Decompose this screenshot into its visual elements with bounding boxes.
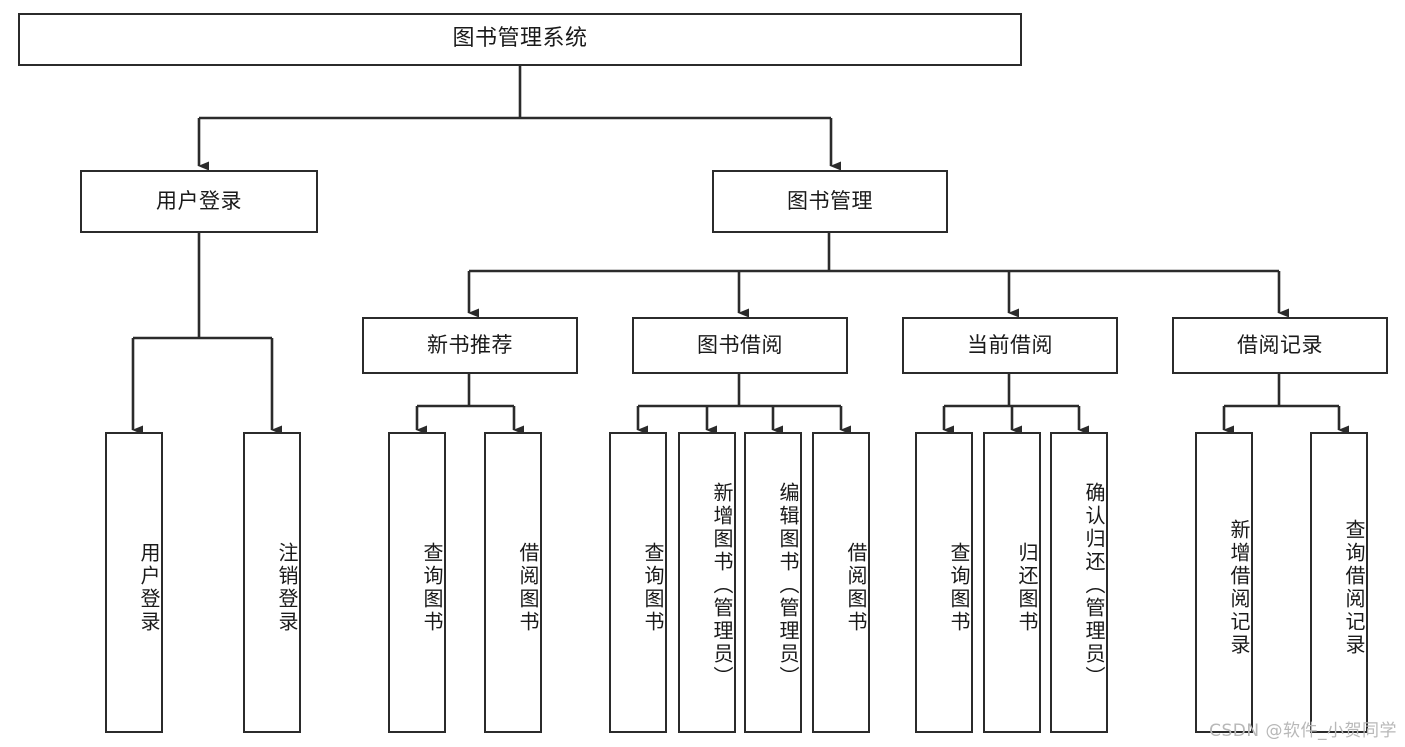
node-label: 用户登录 [137,541,161,634]
node-label: 图书管理 [787,188,873,213]
leaf-current-query[interactable]: 查询图书 [915,432,973,733]
leaf-records-add-record[interactable]: 新增借阅记录 [1195,432,1253,733]
leaf-borrow-borrow-book[interactable]: 借阅图书 [812,432,870,733]
node-label: 图书管理系统 [452,26,588,52]
leaf-user-login-logout[interactable]: 注销登录 [243,432,301,733]
node-label: 查询借阅记录 [1342,518,1366,657]
node-label: 查询图书 [947,541,971,634]
node-current-borrow[interactable]: 当前借阅 [902,317,1118,374]
node-label: 借阅记录 [1237,332,1323,357]
node-label: 新增借阅记录 [1227,518,1251,657]
leaf-user-login-login[interactable]: 用户登录 [105,432,163,733]
node-label: 注销登录 [275,541,299,634]
node-label: 查询图书 [641,541,665,634]
leaf-borrow-query[interactable]: 查询图书 [609,432,667,733]
node-label: 借阅图书 [516,541,540,634]
leaf-new-book-borrow[interactable]: 借阅图书 [484,432,542,733]
node-label: 归还图书 [1015,541,1039,634]
node-book-borrow[interactable]: 图书借阅 [632,317,848,374]
node-label: 新书推荐 [427,332,513,357]
node-user-login[interactable]: 用户登录 [80,170,318,233]
leaf-records-query-record[interactable]: 查询借阅记录 [1310,432,1368,733]
node-label: 当前借阅 [967,332,1053,357]
node-label: 编辑图书（管理员） [776,482,800,689]
node-book-management[interactable]: 图书管理 [712,170,948,233]
node-label: 新增图书（管理员） [710,482,734,689]
node-root-system[interactable]: 图书管理系统 [18,13,1022,66]
leaf-new-book-query[interactable]: 查询图书 [388,432,446,733]
node-label: 查询图书 [420,541,444,634]
node-borrow-records[interactable]: 借阅记录 [1172,317,1388,374]
node-new-book-recommend[interactable]: 新书推荐 [362,317,578,374]
node-label: 图书借阅 [697,332,783,357]
leaf-borrow-add-book-admin[interactable]: 新增图书（管理员） [678,432,736,733]
node-label: 确认归还（管理员） [1082,482,1106,689]
node-label: 用户登录 [156,188,242,213]
node-label: 借阅图书 [844,541,868,634]
csdn-watermark: CSDN @软件_小贺同学 [1209,721,1397,741]
leaf-current-return-book[interactable]: 归还图书 [983,432,1041,733]
leaf-current-confirm-return-admin[interactable]: 确认归还（管理员） [1050,432,1108,733]
leaf-borrow-edit-book-admin[interactable]: 编辑图书（管理员） [744,432,802,733]
